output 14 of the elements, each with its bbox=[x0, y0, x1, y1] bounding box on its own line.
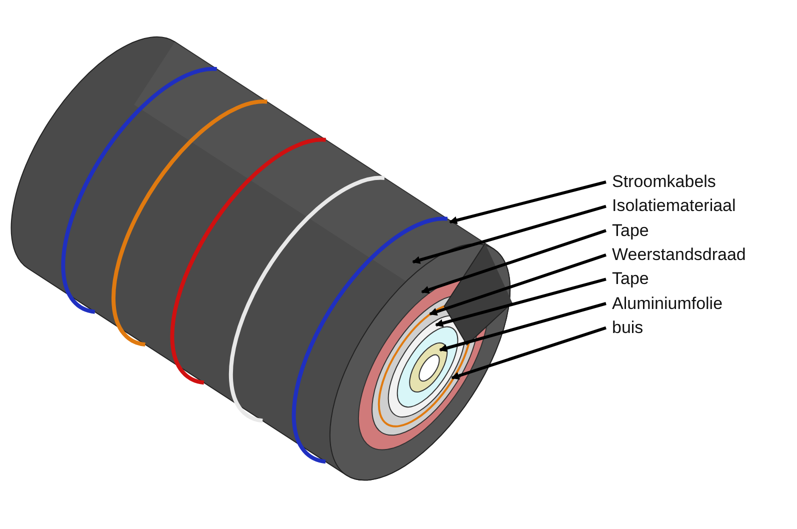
part-label: Tape bbox=[612, 269, 649, 290]
leader-line bbox=[412, 204, 606, 264]
leader-line bbox=[421, 229, 606, 294]
leader-line bbox=[429, 253, 606, 316]
leader-line bbox=[449, 180, 606, 224]
leader-line bbox=[451, 326, 606, 380]
leader-line bbox=[439, 302, 606, 352]
part-label: Tape bbox=[612, 220, 649, 241]
part-label: Aluminiumfolie bbox=[612, 294, 723, 314]
part-label: Weerstandsdraad bbox=[612, 244, 746, 265]
leader-line bbox=[435, 278, 606, 328]
part-label: buis bbox=[612, 318, 644, 338]
part-label: Isolatiemateriaal bbox=[612, 196, 736, 216]
part-label: Stroomkabels bbox=[612, 172, 716, 192]
